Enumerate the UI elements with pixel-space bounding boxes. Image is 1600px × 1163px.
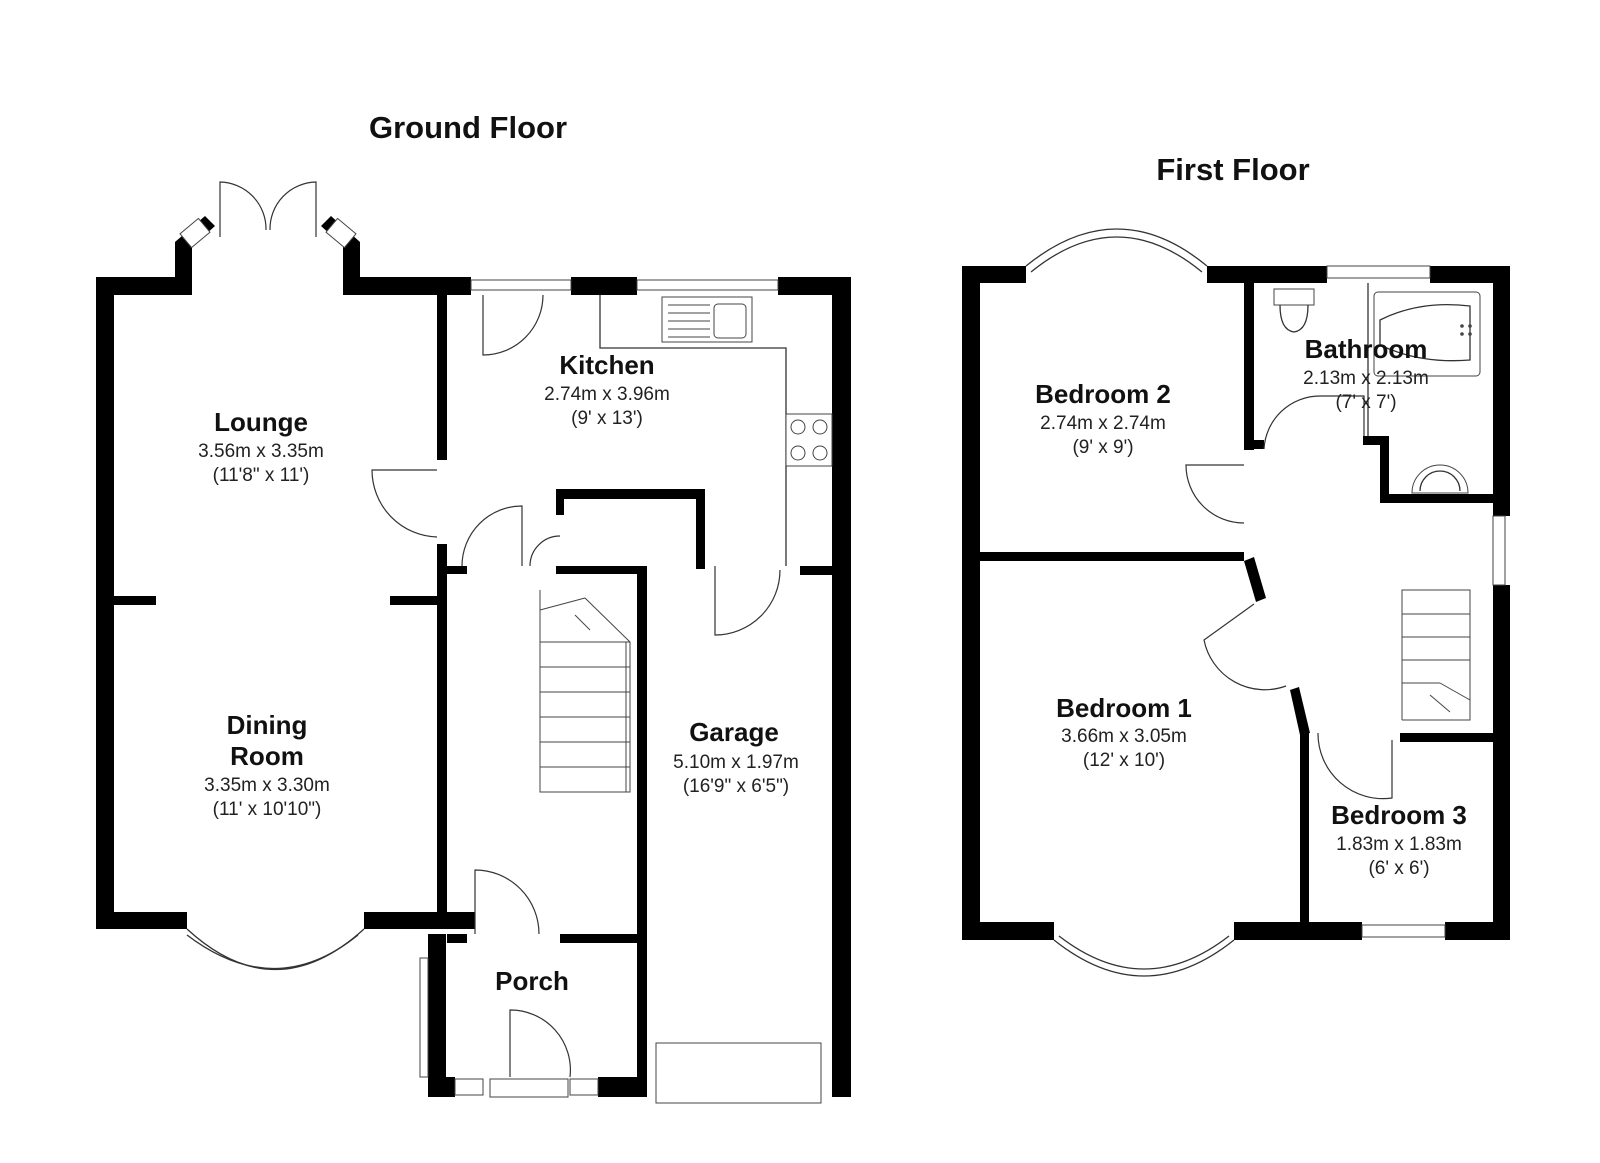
dining-imperial: (11' x 10'10")	[213, 799, 322, 820]
bedroom2-name: Bedroom 2	[1035, 379, 1171, 409]
first-floor-doors	[1185, 395, 1393, 800]
garage-name: Garage	[689, 717, 779, 747]
ground-floor-labels: Ground Floor Lounge 3.56m x 3.35m (11'8"…	[198, 110, 799, 996]
porch-name: Porch	[495, 966, 569, 996]
bedroom1-name: Bedroom 1	[1056, 693, 1192, 723]
bedroom2-imperial: (9' x 9')	[1072, 437, 1133, 458]
dining-name-line1: Dining	[227, 710, 308, 740]
kitchen-name: Kitchen	[559, 350, 654, 380]
first-floor-walls	[962, 266, 1510, 940]
first-floor-labels: First Floor Bedroom 2 2.74m x 2.74m (9' …	[1035, 152, 1467, 879]
bedroom3-imperial: (6' x 6')	[1368, 858, 1429, 879]
bedroom3-name: Bedroom 3	[1331, 800, 1467, 830]
ground-floor-plan: Ground Floor Lounge 3.56m x 3.35m (11'8"…	[96, 110, 851, 1104]
lounge-name: Lounge	[214, 407, 308, 437]
bedroom3-metric: 1.83m x 1.83m	[1336, 834, 1462, 855]
lounge-imperial: (11'8" x 11')	[213, 465, 310, 486]
dining-name-line2: Room	[230, 741, 304, 771]
garage-metric: 5.10m x 1.97m	[673, 752, 799, 773]
first-floor-title: First Floor	[1156, 152, 1309, 187]
first-floor-fixtures	[1025, 228, 1506, 977]
bedroom2-metric: 2.74m x 2.74m	[1040, 413, 1166, 434]
bedroom1-imperial: (12' x 10')	[1083, 750, 1165, 771]
ground-floor-fixtures	[179, 217, 833, 1104]
kitchen-imperial: (9' x 13')	[571, 408, 643, 429]
garage-imperial: (16'9" x 6'5")	[683, 776, 789, 797]
ground-floor-title: Ground Floor	[369, 110, 567, 145]
bathroom-metric: 2.13m x 2.13m	[1303, 368, 1429, 389]
dining-metric: 3.35m x 3.30m	[204, 775, 330, 796]
bathroom-name: Bathroom	[1305, 334, 1428, 364]
ground-floor-doors	[219, 181, 781, 1078]
bedroom1-metric: 3.66m x 3.05m	[1061, 726, 1187, 747]
kitchen-metric: 2.74m x 3.96m	[544, 384, 670, 405]
first-floor-plan: First Floor Bedroom 2 2.74m x 2.74m (9' …	[962, 152, 1510, 977]
lounge-metric: 3.56m x 3.35m	[198, 441, 324, 462]
bathroom-imperial: (7' x 7')	[1335, 392, 1396, 413]
